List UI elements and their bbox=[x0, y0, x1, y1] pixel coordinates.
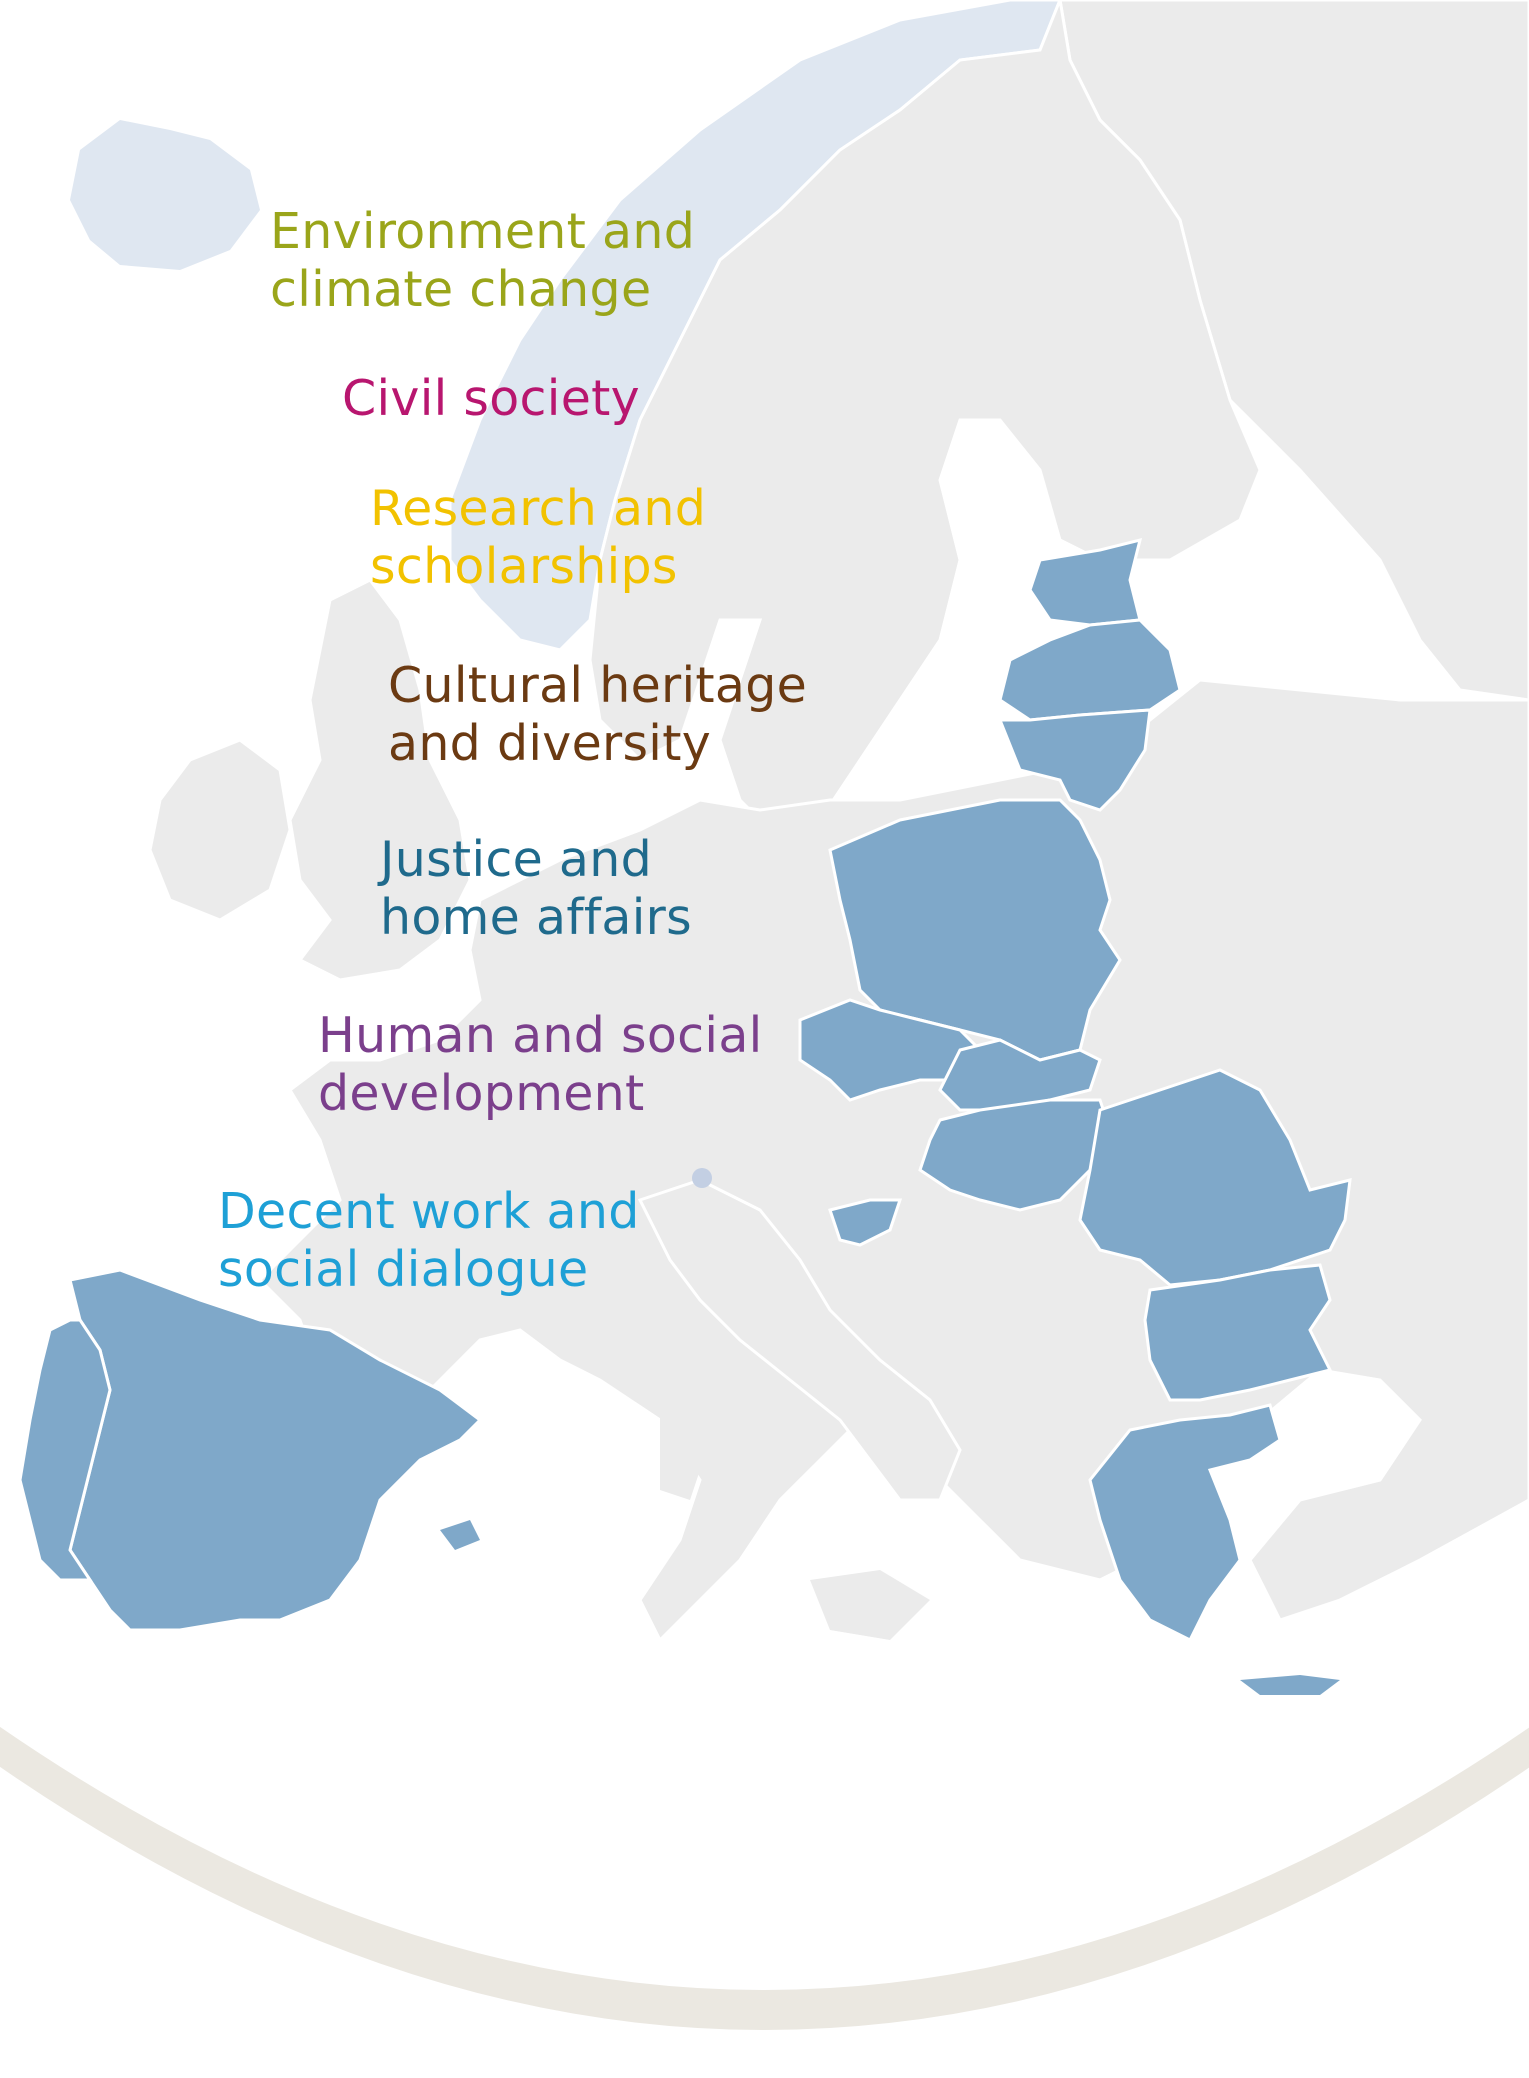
label-civil-society: Civil society bbox=[342, 370, 640, 428]
label-line: development bbox=[318, 1065, 645, 1122]
label-human-social-development: Human and social development bbox=[318, 1007, 763, 1123]
switzerland-marker bbox=[692, 1168, 712, 1188]
crete bbox=[1240, 1675, 1340, 1695]
united-kingdom bbox=[288, 578, 472, 982]
bulgaria bbox=[1143, 1263, 1333, 1402]
hungary bbox=[918, 1098, 1112, 1212]
latvia bbox=[998, 618, 1182, 722]
label-line: Cultural heritage bbox=[388, 657, 808, 714]
label-line: and diversity bbox=[388, 715, 712, 772]
greece bbox=[1088, 1403, 1282, 1643]
estonia bbox=[1028, 537, 1143, 627]
label-decent-work-social-dialogue: Decent work and social dialogue bbox=[218, 1183, 640, 1299]
balearic-islands bbox=[440, 1520, 480, 1550]
slovenia bbox=[828, 1198, 903, 1247]
globe-arc bbox=[0, 1726, 1529, 2030]
slovakia bbox=[938, 1038, 1102, 1112]
label-line: Human and social bbox=[318, 1007, 763, 1064]
iceland bbox=[70, 120, 260, 270]
label-line: home affairs bbox=[380, 889, 692, 946]
sardinia bbox=[660, 1380, 710, 1500]
romania bbox=[1078, 1068, 1352, 1287]
label-research-scholarships: Research and scholarships bbox=[370, 480, 706, 596]
label-line: Decent work and bbox=[218, 1183, 640, 1240]
label-line: climate change bbox=[270, 261, 652, 318]
ireland bbox=[148, 738, 292, 922]
label-environment-climate-change: Environment and climate change bbox=[270, 203, 695, 319]
label-line: Civil society bbox=[342, 370, 640, 427]
italy bbox=[637, 1178, 962, 1502]
label-line: scholarships bbox=[370, 538, 678, 595]
label-line: social dialogue bbox=[218, 1241, 589, 1298]
lithuania bbox=[997, 708, 1152, 812]
label-line: Environment and bbox=[270, 203, 696, 260]
label-line: Research and bbox=[370, 480, 707, 537]
sicily bbox=[810, 1570, 930, 1640]
label-justice-home-affairs: Justice and home affairs bbox=[380, 831, 692, 947]
label-line: Justice and bbox=[380, 831, 653, 888]
label-cultural-heritage-diversity: Cultural heritage and diversity bbox=[388, 657, 807, 773]
poland bbox=[828, 798, 1122, 1062]
portugal bbox=[18, 1318, 112, 1582]
